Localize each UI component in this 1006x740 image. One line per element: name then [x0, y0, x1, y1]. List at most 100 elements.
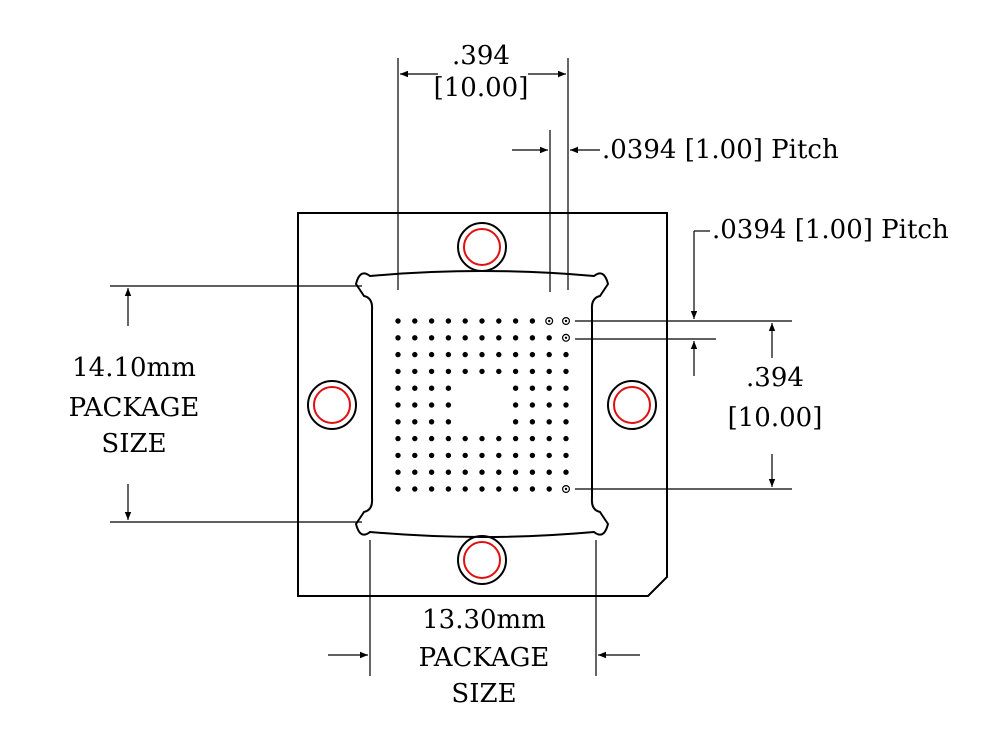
solder-ball	[445, 335, 452, 341]
solder-ball	[462, 335, 468, 341]
solder-ball	[512, 335, 519, 341]
solder-ball	[512, 318, 519, 324]
solder-ball	[428, 318, 435, 324]
solder-ball	[412, 435, 418, 442]
solder-ball-center-dot	[564, 319, 568, 323]
solder-ball	[529, 335, 536, 341]
solder-ball	[496, 469, 502, 475]
solder-ball	[496, 368, 502, 375]
solder-ball	[496, 318, 502, 324]
solder-ball	[563, 351, 569, 358]
solder-ball	[496, 452, 502, 459]
solder-ball	[445, 385, 452, 391]
solder-ball	[479, 368, 485, 375]
package-width-dimension	[328, 540, 640, 676]
solder-ball	[428, 385, 435, 391]
solder-ball	[428, 351, 435, 358]
solder-ball	[512, 435, 519, 442]
solder-ball	[479, 351, 485, 358]
top-width-dimension	[397, 58, 569, 290]
package-height-value: 14.10mm	[72, 353, 196, 383]
ball-grid	[395, 317, 570, 494]
column-pitch-dimension	[512, 130, 600, 292]
solder-ball-marked	[561, 317, 570, 326]
solder-ball	[412, 402, 418, 408]
solder-ball-center-dot	[564, 336, 568, 339]
solder-ball	[479, 318, 485, 324]
solder-ball	[462, 469, 468, 475]
solder-ball	[412, 318, 418, 324]
solder-ball	[395, 435, 401, 442]
solder-ball	[462, 452, 468, 459]
solder-ball	[412, 419, 418, 425]
solder-ball	[445, 351, 452, 358]
solder-ball	[395, 351, 401, 358]
solder-ball	[395, 335, 401, 341]
socket-body-outline	[297, 212, 668, 597]
solder-ball	[395, 385, 401, 391]
solder-ball	[529, 486, 536, 492]
solder-ball	[395, 486, 401, 492]
solder-ball	[462, 486, 468, 492]
solder-ball	[546, 452, 552, 459]
solder-ball	[479, 452, 485, 459]
solder-ball	[546, 402, 552, 408]
solder-ball	[512, 351, 519, 358]
solder-ball	[529, 351, 536, 358]
solder-ball	[395, 368, 401, 375]
solder-ball	[512, 486, 519, 492]
top-width-inch-label: .394	[452, 41, 510, 71]
mounting-hole-top	[457, 222, 507, 272]
package-height-line3: SIZE	[101, 429, 167, 459]
solder-ball	[462, 435, 468, 442]
solder-ball	[479, 469, 485, 475]
solder-ball	[395, 402, 401, 408]
solder-ball	[412, 385, 418, 391]
solder-ball	[496, 335, 502, 341]
solder-ball	[445, 318, 452, 324]
package-width-line3: SIZE	[451, 679, 517, 709]
solder-ball	[445, 469, 452, 475]
solder-ball	[412, 335, 418, 341]
solder-ball	[546, 368, 552, 375]
column-pitch-label: .0394 [1.00] Pitch	[602, 135, 839, 165]
right-height-mm-label: [10.00]	[727, 403, 823, 433]
solder-ball	[479, 435, 485, 442]
row-pitch-label: .0394 [1.00] Pitch	[712, 215, 949, 245]
solder-ball	[546, 486, 552, 492]
solder-ball	[412, 351, 418, 358]
solder-ball	[563, 368, 569, 375]
solder-ball	[428, 419, 435, 425]
solder-ball	[546, 469, 552, 475]
solder-ball	[563, 402, 569, 408]
solder-ball	[428, 435, 435, 442]
solder-ball	[428, 486, 435, 492]
solder-ball	[529, 469, 536, 475]
solder-ball	[529, 385, 536, 391]
row-pitch-dimension	[575, 230, 716, 376]
solder-ball-marked	[545, 317, 554, 326]
solder-ball	[529, 402, 536, 408]
right-height-dimension	[575, 320, 792, 490]
top-width-mm-label: [10.00]	[433, 73, 529, 103]
right-height-inch-label: .394	[746, 363, 804, 393]
solder-ball	[529, 452, 536, 459]
solder-ball	[496, 486, 502, 492]
solder-ball	[546, 385, 552, 391]
solder-ball	[529, 368, 536, 375]
solder-ball	[395, 318, 401, 324]
solder-ball	[395, 469, 401, 475]
solder-ball	[445, 452, 452, 459]
solder-ball	[412, 486, 418, 492]
mounting-hole-right	[607, 380, 657, 430]
solder-ball	[462, 351, 468, 358]
package-width-line2: PACKAGE	[418, 643, 550, 673]
solder-ball	[395, 452, 401, 459]
solder-ball	[512, 368, 519, 375]
solder-ball	[529, 419, 536, 425]
solder-ball	[445, 486, 452, 492]
package-width-value: 13.30mm	[422, 605, 546, 635]
solder-ball	[445, 368, 452, 375]
solder-ball	[546, 435, 552, 442]
solder-ball-center-dot	[548, 319, 551, 323]
